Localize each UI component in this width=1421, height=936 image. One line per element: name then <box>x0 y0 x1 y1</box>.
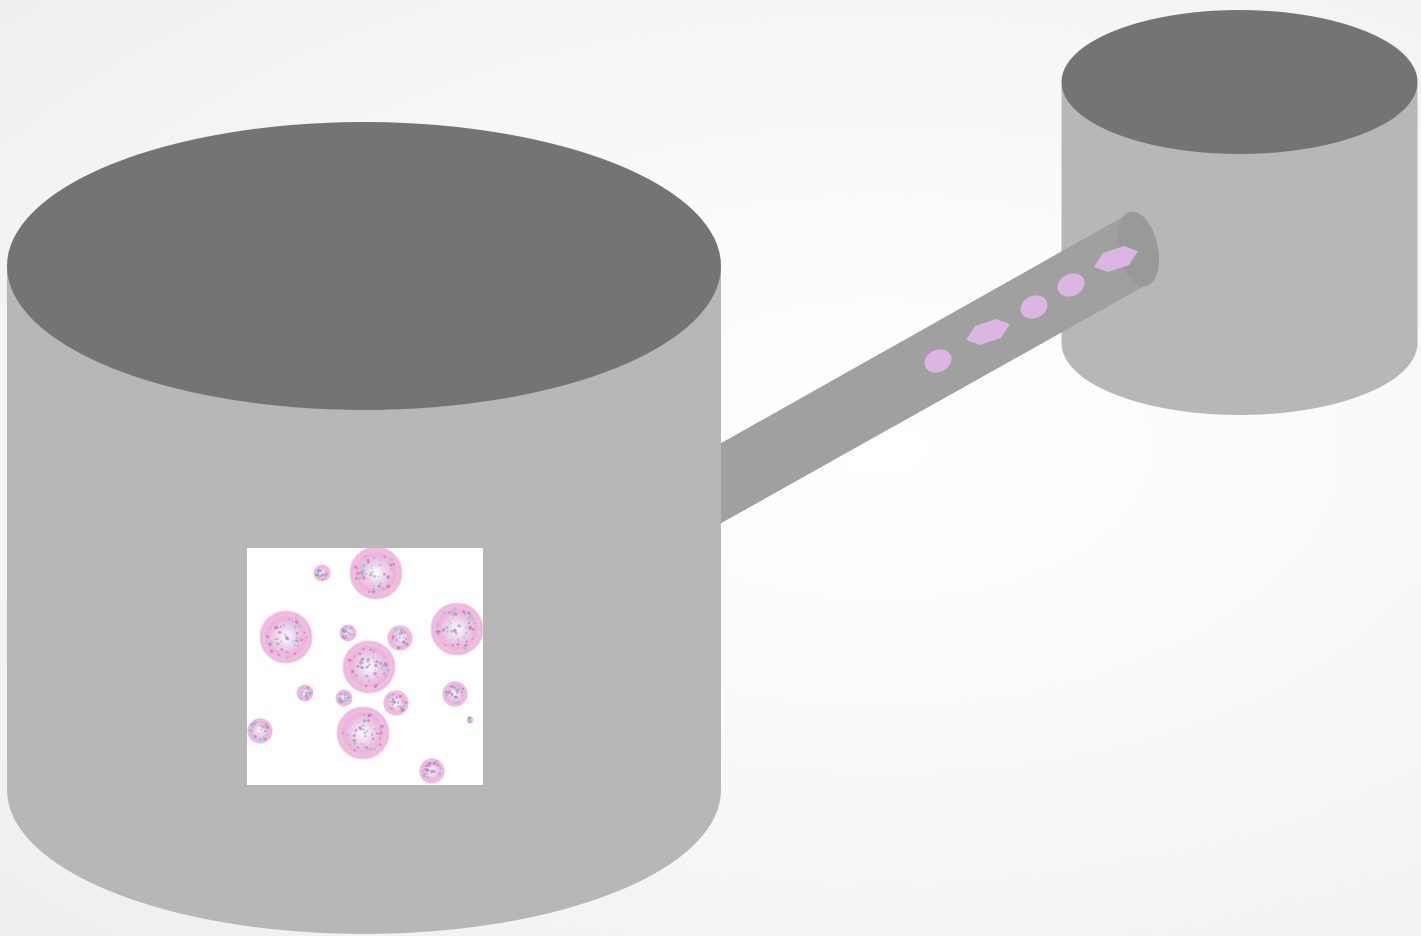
colony <box>247 718 273 744</box>
colony <box>419 758 445 784</box>
colony <box>313 564 331 582</box>
particle-oval <box>1057 273 1085 297</box>
colony <box>296 684 314 702</box>
colony <box>336 706 390 760</box>
particle-hexagon <box>1094 246 1138 272</box>
colony <box>339 624 357 642</box>
colony-cluster <box>247 548 483 784</box>
colony <box>259 610 313 664</box>
colony <box>466 716 474 724</box>
pipe-particles <box>924 246 1138 373</box>
colony <box>430 602 483 656</box>
particle-oval <box>924 349 952 373</box>
colony <box>349 548 403 600</box>
large-tank <box>7 122 721 934</box>
colony <box>342 640 396 694</box>
small-tank <box>1061 10 1418 415</box>
colony <box>335 689 353 707</box>
colony <box>383 690 409 716</box>
small-tank-top <box>1061 10 1418 154</box>
connecting-pipe <box>700 211 1160 535</box>
colony <box>442 681 468 707</box>
microscopy-inset <box>247 548 483 785</box>
pipe-body <box>700 214 1148 535</box>
particle-hexagon <box>966 319 1010 345</box>
pipe-end-cap <box>1116 211 1160 287</box>
particle-oval <box>1020 295 1048 319</box>
colony <box>387 625 413 651</box>
small-tank-body <box>1061 82 1418 415</box>
large-tank-top <box>7 122 721 410</box>
